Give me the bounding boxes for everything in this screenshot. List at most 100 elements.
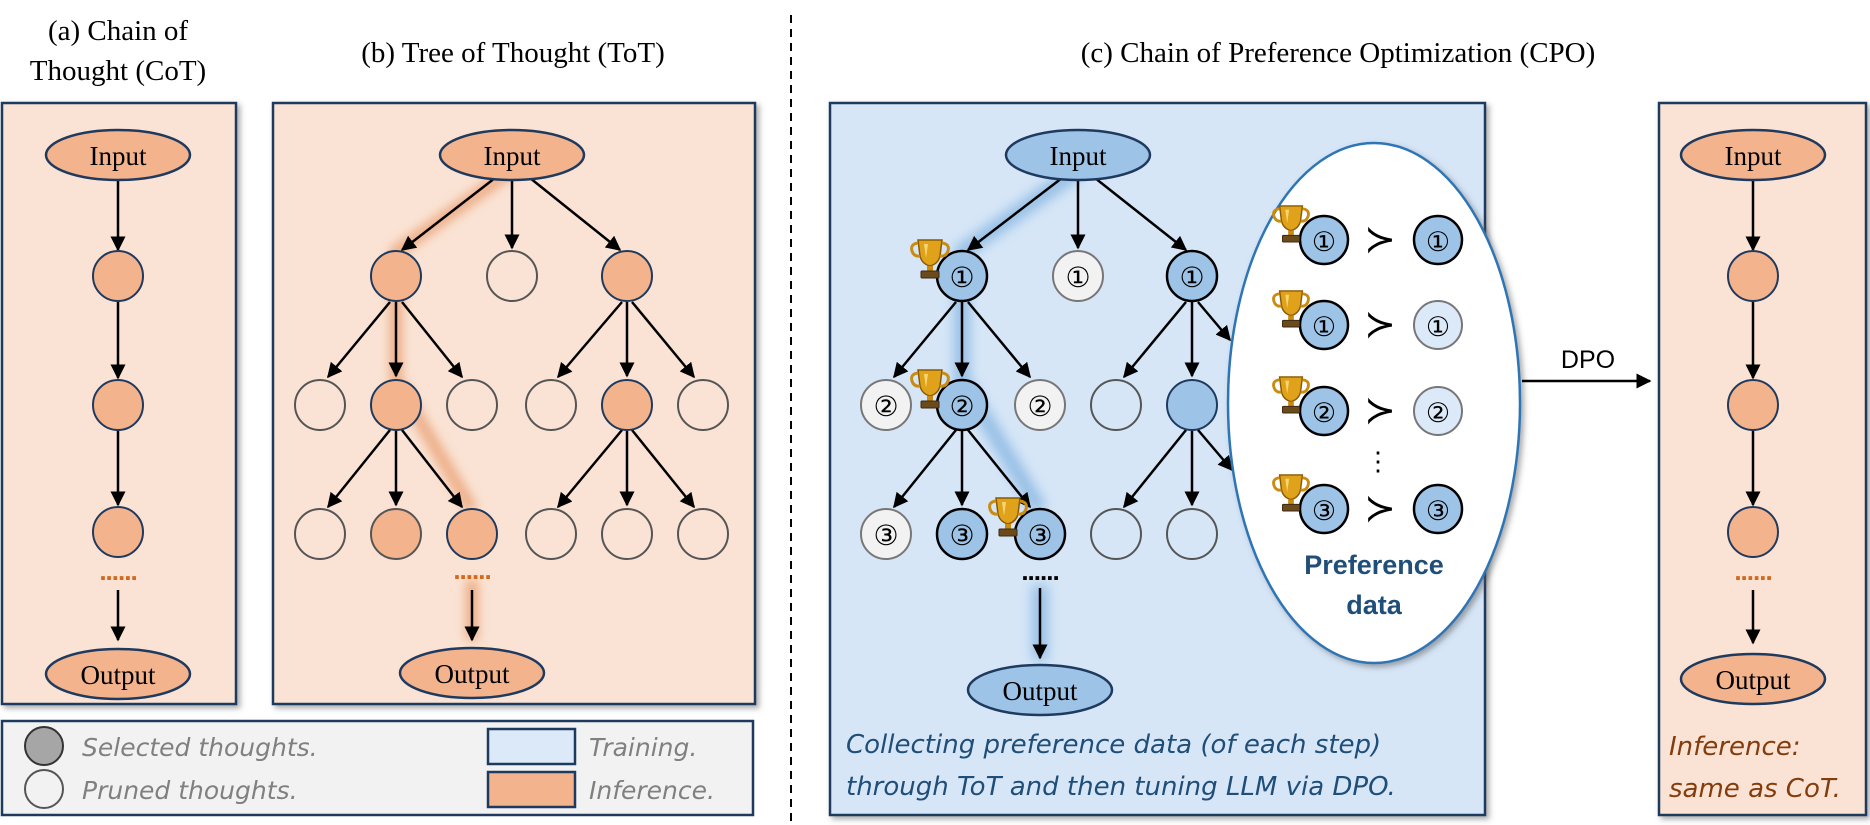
cot-thought-node	[92, 379, 144, 431]
tot-pruned-node	[294, 379, 346, 431]
legend-training-label: Training.	[589, 733, 697, 762]
tot-panel-bg	[271, 101, 757, 706]
cot-thought-node	[92, 506, 144, 558]
cpo-selected-node	[1166, 379, 1218, 431]
tot-pruned-node	[525, 379, 577, 431]
tot-selected-node	[370, 379, 422, 431]
tot-selected-node	[370, 508, 422, 560]
cpo-selected-node	[1165, 249, 1219, 303]
prefer-symbol: ≻	[1364, 390, 1396, 432]
inference-input-label: Input	[1725, 141, 1782, 171]
legend-box	[0, 719, 755, 817]
cpo-ellipsis: ......	[1021, 556, 1058, 586]
preference-bubble: ① ≻ ① ① ≻ ① ② ≻ ② ⋮ ③ ≻	[1226, 141, 1522, 665]
cpo-pruned-node	[1166, 508, 1218, 560]
pref-loser-label: ②	[1426, 398, 1450, 428]
pref-winner-label: ②	[1312, 398, 1336, 428]
cpo-selected-node	[935, 507, 989, 561]
cot-input-label: Input	[90, 141, 147, 171]
tot-pruned-node	[525, 508, 577, 560]
cpo-step-label: ③	[1027, 520, 1052, 551]
cpo-step-label: ②	[949, 391, 974, 422]
tot-input-label: Input	[484, 141, 541, 171]
cpo-step-label: ①	[949, 262, 974, 293]
cpo-input-node	[1004, 128, 1152, 182]
inference-output-label: Output	[1715, 665, 1791, 695]
legend-selected-swatch	[24, 726, 64, 766]
cpo-pruned-node	[1090, 379, 1142, 431]
cpo-step-label: ③	[873, 520, 898, 551]
legend-pruned-swatch	[24, 769, 64, 809]
pref-winner-label: ③	[1312, 496, 1336, 526]
legend-pruned-label: Pruned thoughts.	[82, 776, 298, 805]
cpo-step-label: ③	[949, 520, 974, 551]
cpo-step-label: ①	[1065, 262, 1090, 293]
tot-selected-node	[370, 250, 422, 302]
preference-data-line1: Preference	[1304, 550, 1444, 580]
cpo-output-node	[966, 663, 1114, 717]
legend-inference-label: Inference.	[589, 776, 715, 805]
cot-ellipsis: ......	[99, 556, 136, 586]
cpo-output-label: Output	[1002, 676, 1078, 706]
cpo-title: (c) Chain of Preference Optimization (CP…	[1081, 37, 1596, 69]
cpo-input-label: Input	[1050, 141, 1107, 171]
pref-loser-label: ①	[1426, 227, 1450, 257]
cot-output-label: Output	[80, 660, 156, 690]
cpo-pruned-node	[860, 508, 912, 560]
pref-loser-label: ①	[1426, 312, 1450, 342]
cpo-step-label: ②	[1027, 391, 1052, 422]
tot-input-node	[438, 128, 586, 182]
cpo-step-label: ②	[873, 391, 898, 422]
cpo-inference-bg	[1657, 101, 1868, 817]
cpo-step-label: ①	[1179, 262, 1204, 293]
dpo-label: DPO	[1561, 346, 1615, 374]
tot-output-label: Output	[434, 659, 510, 689]
legend-selected-label: Selected thoughts.	[82, 733, 318, 762]
pref-winner-label: ①	[1312, 227, 1336, 257]
pref-loser-label: ③	[1426, 496, 1450, 526]
preference-bubble-bg	[1226, 141, 1522, 665]
inference-thought-node	[1727, 250, 1779, 302]
tot-ellipsis: ......	[453, 555, 490, 585]
pref-winner-label: ①	[1312, 312, 1336, 342]
tot-selected-node	[601, 379, 653, 431]
tot-pruned-node	[486, 250, 538, 302]
cot-output-node	[44, 647, 192, 701]
cot-panel: Input ...... Output	[0, 101, 238, 706]
tot-pruned-node	[677, 508, 729, 560]
tot-pruned-node	[294, 508, 346, 560]
legend: Selected thoughts. Pruned thoughts. Trai…	[0, 719, 755, 817]
legend-training-swatch	[486, 727, 577, 766]
tot-panel: Input ...... Output	[271, 101, 757, 706]
cpo-pruned-node	[1090, 508, 1142, 560]
cpo-caption-line2: through ToT and then tuning LLM via DPO.	[846, 772, 1396, 802]
preference-data-line2: data	[1346, 590, 1403, 620]
inference-input-node	[1679, 128, 1827, 182]
inference-ellipsis: ......	[1734, 556, 1771, 586]
tot-title: (b) Tree of Thought (ToT)	[361, 37, 665, 69]
pref-vertical-ellipsis: ⋮	[1365, 446, 1391, 476]
cot-title-line1: (a) Chain of	[48, 15, 188, 47]
cot-title-line2: Thought (CoT)	[30, 55, 206, 87]
tot-pruned-node	[446, 379, 498, 431]
inference-output-node	[1679, 652, 1827, 706]
prefer-symbol: ≻	[1364, 488, 1396, 530]
legend-inference-swatch	[486, 770, 577, 809]
inference-caption-line1: Inference:	[1669, 732, 1801, 762]
cpo-pruned-node	[860, 379, 912, 431]
tot-selected-node	[601, 250, 653, 302]
cpo-pruned-node	[1052, 250, 1104, 302]
cpo-caption-line1: Collecting preference data (of each step…	[846, 730, 1381, 760]
prefer-symbol: ≻	[1364, 304, 1396, 346]
tot-selected-node	[446, 508, 498, 560]
cot-thought-node	[92, 250, 144, 302]
cpo-inference-panel: Input ...... Output Inference: same as C…	[1657, 101, 1868, 817]
inference-thought-node	[1727, 379, 1779, 431]
tot-output-node	[398, 646, 546, 700]
cpo-pruned-node	[1014, 379, 1066, 431]
cot-input-node	[44, 128, 192, 182]
inference-thought-node	[1727, 506, 1779, 558]
cpo-training-panel: Input ① ① ① ② ② ② ③ ③ ③ ...... Output Co…	[828, 101, 1522, 817]
prefer-symbol: ≻	[1364, 219, 1396, 261]
